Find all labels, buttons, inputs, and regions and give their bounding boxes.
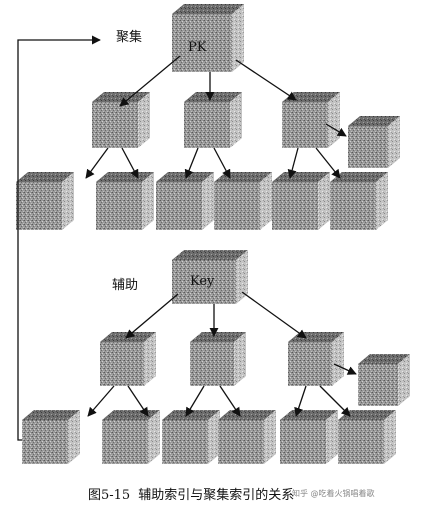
figure-title: 辅助索引与聚集索引的关系: [138, 488, 295, 503]
secondary-leaf-node: [280, 410, 338, 464]
clustered-root-label: PK: [188, 40, 207, 55]
secondary-leaf-node: [162, 410, 220, 464]
figure-number: 图5-15: [88, 488, 131, 503]
clustered-branch-node: [282, 92, 340, 148]
clustered-tree-arrows: [85, 55, 347, 179]
secondary-leaf-node: [22, 410, 80, 464]
secondary-root-label: Key: [190, 274, 215, 289]
clustered-leaf-node: [96, 172, 154, 230]
secondary-root-node: [172, 250, 248, 304]
secondary-branch-node: [288, 332, 344, 386]
figure-caption: 图5-15 辅助索引与聚集索引的关系: [88, 484, 294, 503]
clustered-root-node: [172, 4, 244, 72]
secondary-leaf-node: [338, 410, 396, 464]
clustered-leaf-node: [16, 172, 74, 230]
secondary-linked-node: [358, 354, 410, 406]
clustered-leaf-node: [272, 172, 330, 230]
watermark: 知乎 @吃着火锅唱着歌: [292, 489, 375, 498]
clustered-leaf-node: [156, 172, 214, 230]
clustered-index-label: 聚集: [116, 30, 143, 45]
clustered-branch-node: [184, 92, 242, 148]
lookup-connector-arrow: [17, 35, 101, 441]
clustered-linked-node: [348, 116, 400, 168]
secondary-leaf-node: [218, 410, 276, 464]
clustered-leaf-node: [214, 172, 272, 230]
clustered-leaf-node: [330, 172, 388, 230]
secondary-branch-node: [100, 332, 156, 386]
secondary-branch-node: [190, 332, 246, 386]
secondary-index-label: 辅助: [112, 278, 139, 293]
secondary-leaf-node: [102, 410, 160, 464]
secondary-tree-arrows: [87, 291, 357, 417]
clustered-branch-node: [92, 92, 150, 148]
